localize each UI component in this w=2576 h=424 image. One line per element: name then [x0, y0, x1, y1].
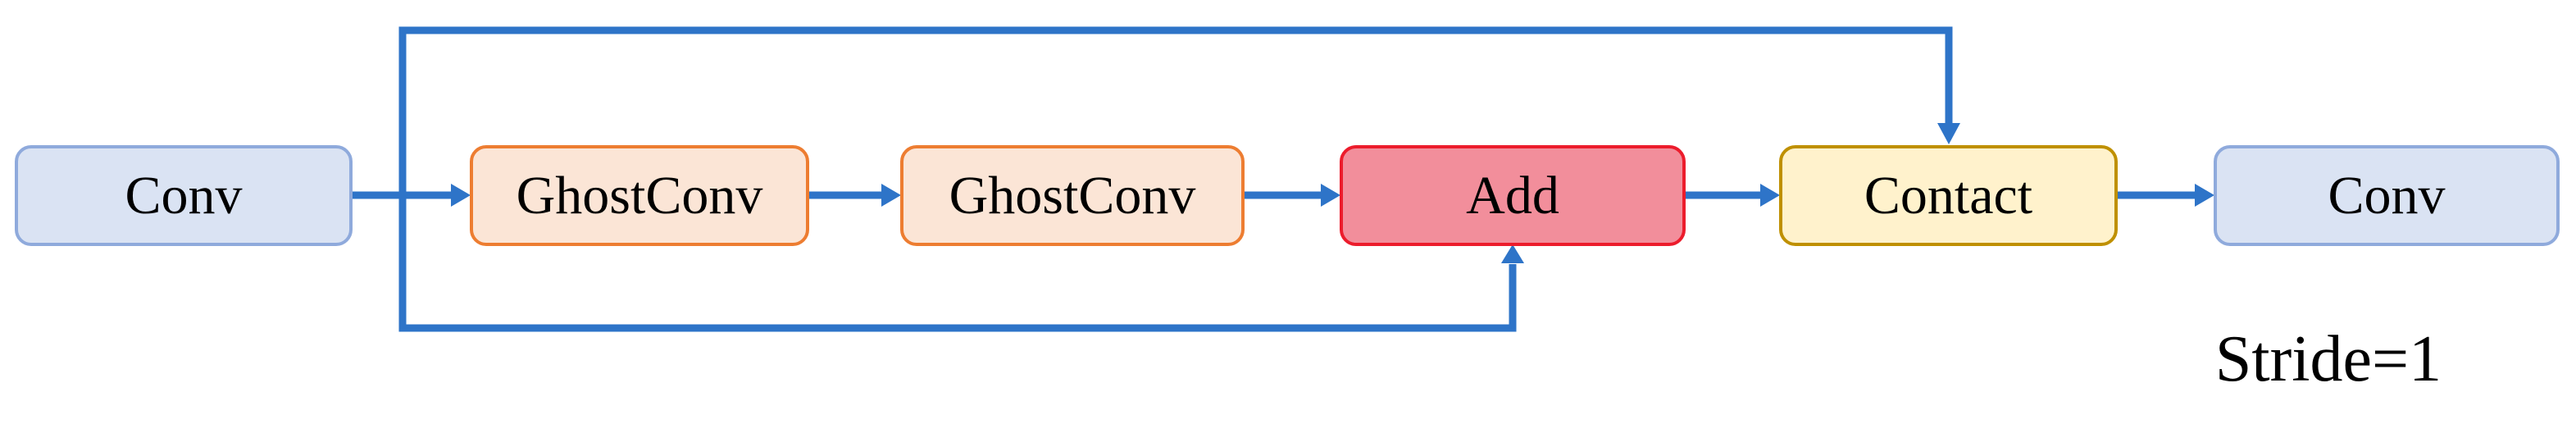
node-contact-label: Contact — [1864, 165, 2033, 226]
node-contact: Contact — [1779, 145, 2118, 246]
node-ghostconv-2-label: GhostConv — [949, 165, 1196, 226]
node-add-label: Add — [1466, 165, 1559, 226]
edge-skip-bottom-line — [398, 264, 1517, 332]
node-conv-input-label: Conv — [125, 165, 243, 226]
stride-annotation: Stride=1 — [2214, 323, 2442, 395]
edge-contact-to-conv-arrowhead — [2195, 184, 2214, 207]
node-ghostconv-1-label: GhostConv — [516, 165, 763, 226]
edge-skip-top-arrowhead — [1937, 123, 1960, 144]
node-conv-input: Conv — [15, 145, 353, 246]
node-conv-output-label: Conv — [2328, 165, 2446, 226]
node-ghostconv-1: GhostConv — [470, 145, 809, 246]
edge-skip-top-line — [398, 26, 1953, 331]
edge-ghost1-to-ghost2-arrowhead — [881, 184, 901, 207]
edge-skip-bottom-arrowhead — [1501, 244, 1524, 263]
edge-ghost2-to-add-arrowhead — [1321, 184, 1340, 207]
edge-add-to-contact-arrowhead — [1760, 184, 1780, 207]
edge-conv-to-ghost1-arrowhead — [451, 184, 471, 207]
node-conv-output: Conv — [2214, 145, 2560, 246]
node-ghostconv-2: GhostConv — [900, 145, 1245, 246]
node-add: Add — [1340, 145, 1686, 246]
